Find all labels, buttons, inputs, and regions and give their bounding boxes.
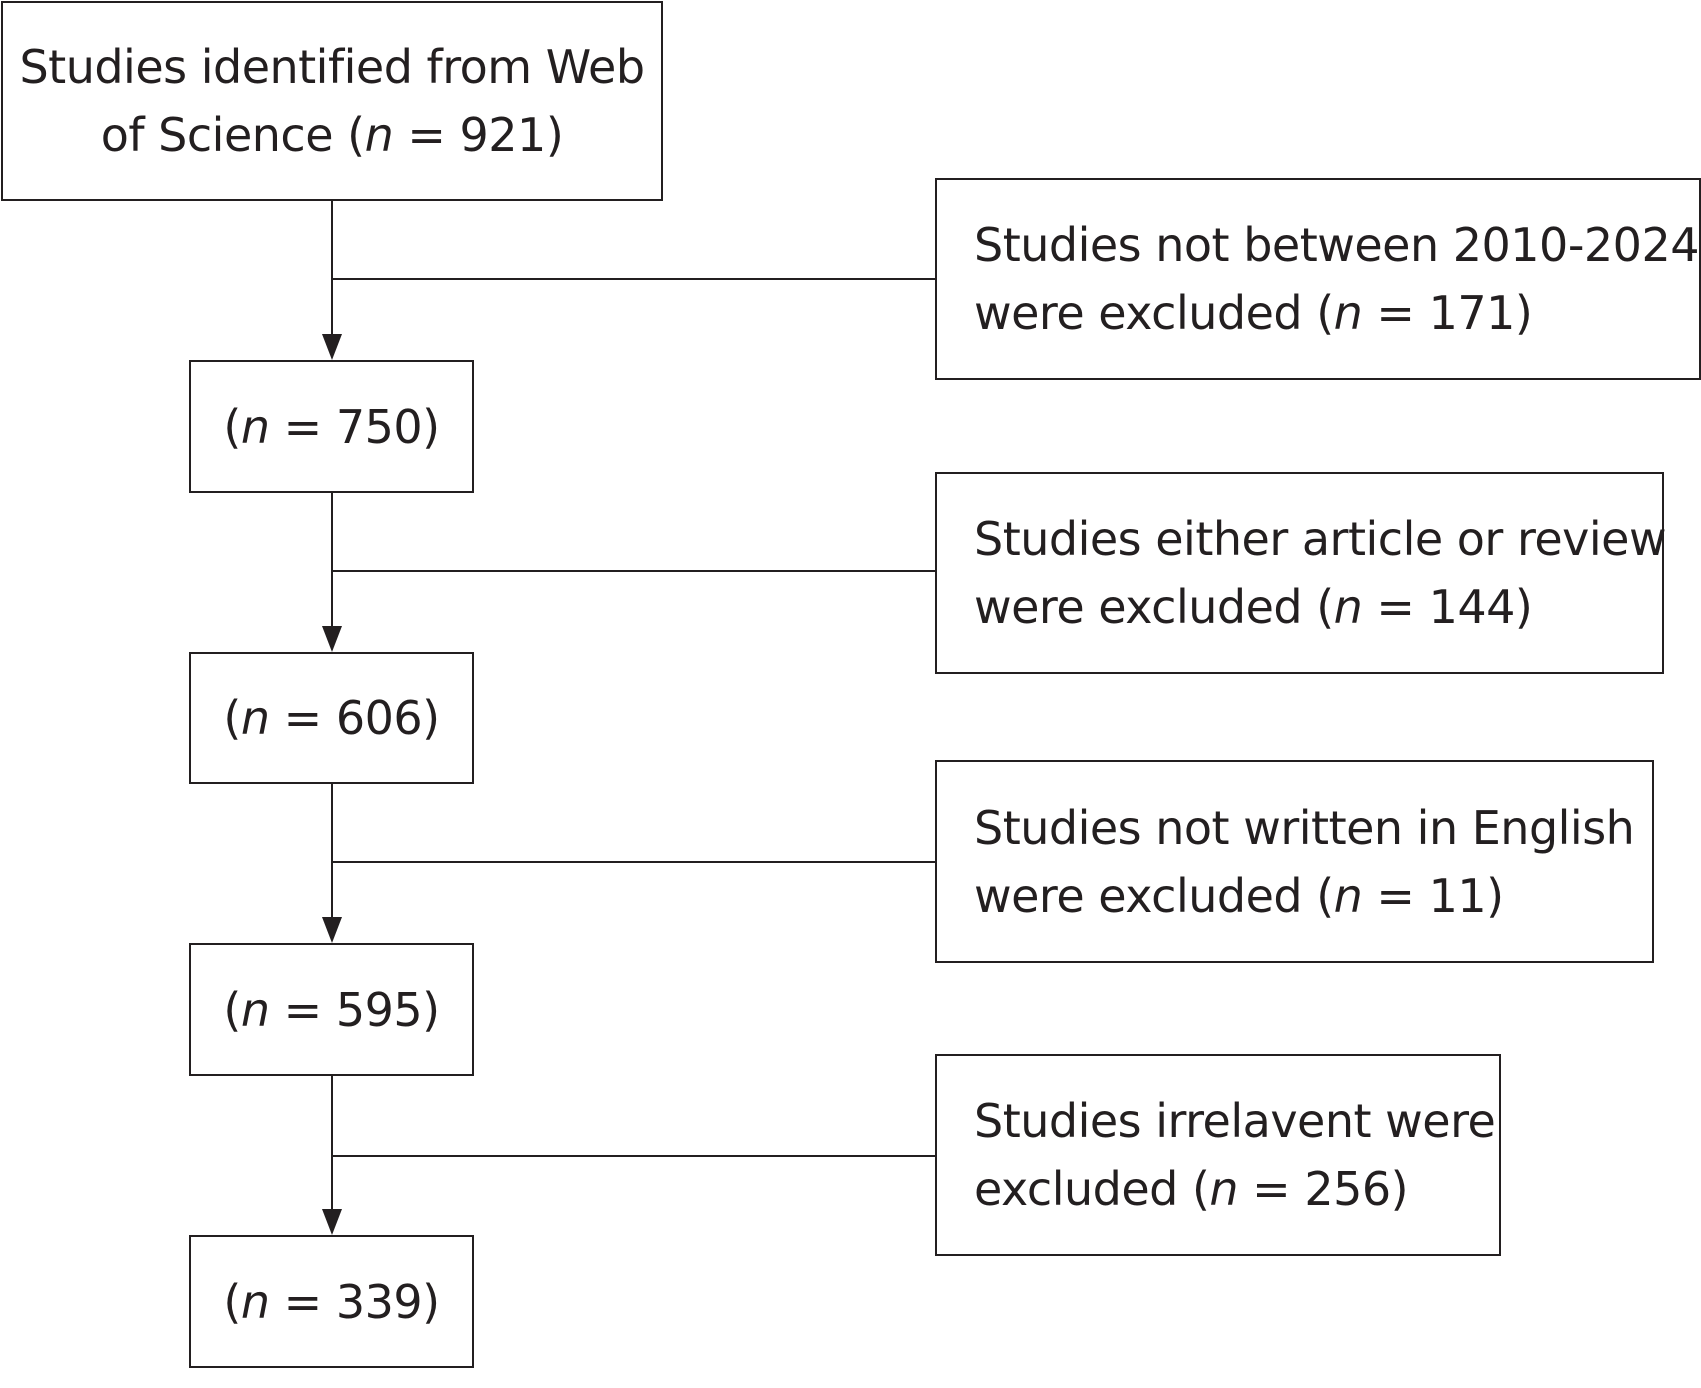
stage-box-4: (n = 339) [189, 1235, 474, 1368]
exclusion-count-1: were excluded (n = 171) [974, 286, 1533, 340]
arrowhead-2 [322, 626, 342, 652]
stage-count-1: (n = 750) [223, 399, 440, 454]
exclusion-reason-1: Studies not between 2010-2024 [974, 218, 1699, 272]
stage-box-2: (n = 606) [189, 652, 474, 784]
exclusion-count-2: were excluded (n = 144) [974, 580, 1533, 634]
stage-count-2: (n = 606) [223, 691, 440, 745]
source-box: Studies identified from Web of Science (… [1, 1, 663, 201]
exclusion-reason-3: Studies not written in English [974, 800, 1635, 855]
exclusion-box-1: Studies not between 2010-2024 were exclu… [935, 178, 1701, 380]
exclusion-reason-4: Studies irrelavent were [974, 1094, 1496, 1148]
exclusion-count-3: were excluded (n = 11) [974, 868, 1504, 923]
exclusion-reason-2: Studies either article or review [974, 512, 1667, 566]
stage-count-3: (n = 595) [223, 982, 440, 1037]
arrowhead-4 [322, 1209, 342, 1235]
stage-box-1: (n = 750) [189, 360, 474, 493]
source-line-1: Studies identified from Web [19, 40, 645, 94]
stage-count-4: (n = 339) [223, 1274, 440, 1329]
arrowhead-1 [322, 334, 342, 360]
stage-box-3: (n = 595) [189, 943, 474, 1076]
exclusion-count-4: excluded (n = 256) [974, 1162, 1409, 1216]
source-line-2: of Science (n = 921) [100, 108, 564, 162]
exclusion-box-3: Studies not written in English were excl… [935, 760, 1654, 963]
arrowhead-3 [322, 917, 342, 943]
exclusion-box-2: Studies either article or review were ex… [935, 472, 1667, 674]
exclusion-box-4: Studies irrelavent were excluded (n = 25… [935, 1054, 1501, 1256]
